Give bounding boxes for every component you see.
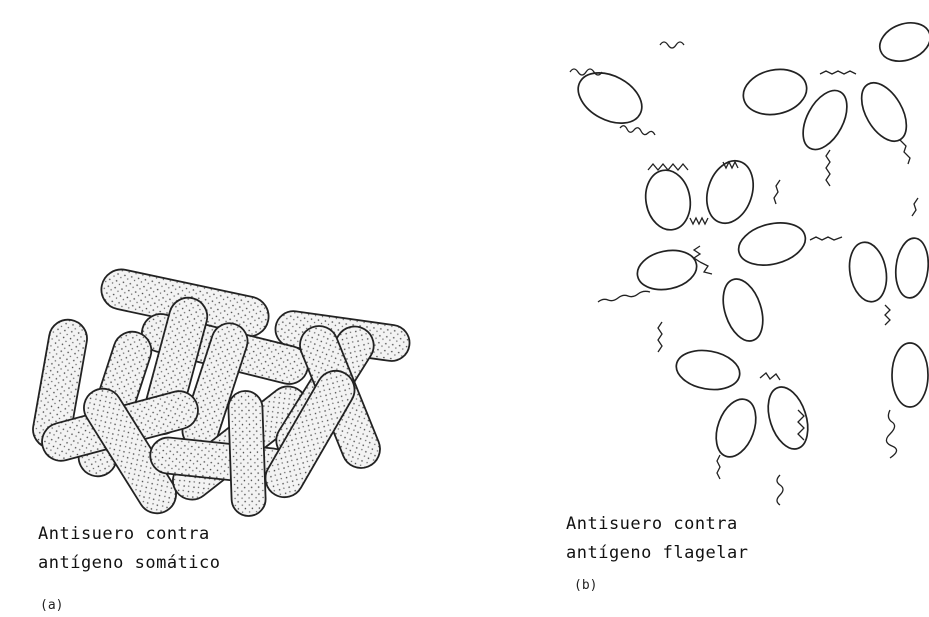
- flagellated-cell: [874, 16, 929, 68]
- flagellated-cell: [892, 343, 928, 407]
- flagellated-cell: [570, 63, 651, 134]
- caption-panel-a-line2: antígeno somático: [38, 549, 221, 578]
- caption-panel-b-line1: Antisuero contra: [566, 510, 749, 539]
- flagellated-cell: [852, 75, 915, 148]
- flagellated-cell: [673, 346, 743, 395]
- panel-b-illustration: [570, 16, 929, 505]
- panel-b-tag: (b): [574, 578, 597, 593]
- flagellated-cell: [761, 382, 815, 454]
- flagellated-cell: [634, 245, 701, 295]
- panel-a-tag: (a): [40, 598, 63, 613]
- flagellated-cell: [641, 167, 695, 234]
- flagellated-cell: [739, 64, 811, 120]
- flagellated-cell: [734, 216, 810, 271]
- flagellated-cell: [709, 394, 763, 463]
- caption-panel-b: Antisuero contra antígeno flagelar: [566, 510, 749, 568]
- caption-panel-b-line2: antígeno flagelar: [566, 539, 749, 568]
- flagellated-cell: [794, 83, 856, 156]
- flagella: [570, 42, 918, 505]
- panel-a-illustration: [30, 266, 412, 521]
- flagellated-cell: [845, 239, 891, 304]
- bacillus: [228, 390, 266, 516]
- flagellated-cell: [893, 236, 929, 299]
- caption-panel-a-line1: Antisuero contra: [38, 520, 221, 549]
- flagellated-cell: [716, 274, 770, 346]
- flagellated-cell: [699, 155, 761, 229]
- caption-panel-a: Antisuero contra antígeno somático: [38, 520, 221, 578]
